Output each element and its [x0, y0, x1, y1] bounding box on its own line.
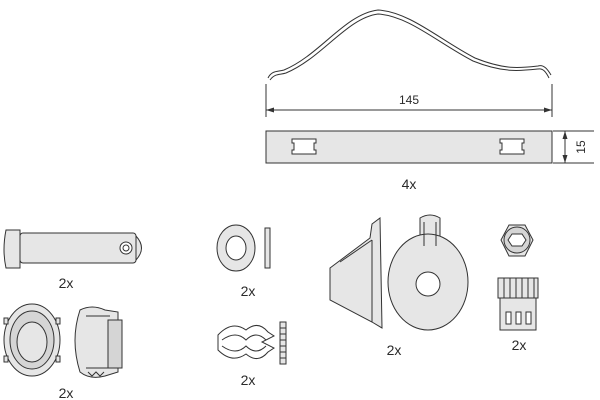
- spring-clip: [217, 321, 287, 365]
- guide-sleeve: [74, 306, 123, 378]
- length-label: 145: [399, 93, 419, 107]
- washer: [216, 224, 271, 272]
- guide-pin: [3, 229, 142, 269]
- spring-quantity: 4x: [402, 176, 417, 192]
- anti-rattle-disc: [387, 214, 469, 331]
- hex-nut: [500, 224, 534, 257]
- length-dimension: 145: [265, 84, 553, 117]
- plate-quantity: 2x: [387, 342, 402, 358]
- anti-rattle-bracket: [329, 217, 383, 329]
- bolt-quantity: 2x: [512, 337, 527, 353]
- guide-pin-quantity: 2x: [59, 275, 74, 291]
- splined-bolt: [497, 277, 539, 331]
- width-dimension: 15: [553, 130, 594, 164]
- spring-plate: [265, 130, 553, 164]
- rubber-bushing: [3, 303, 61, 377]
- width-label: 15: [574, 140, 588, 154]
- washer-quantity: 2x: [241, 283, 256, 299]
- wire-spring: [267, 9, 552, 81]
- clip-quantity: 2x: [241, 372, 256, 388]
- bushing-quantity: 2x: [59, 385, 74, 400]
